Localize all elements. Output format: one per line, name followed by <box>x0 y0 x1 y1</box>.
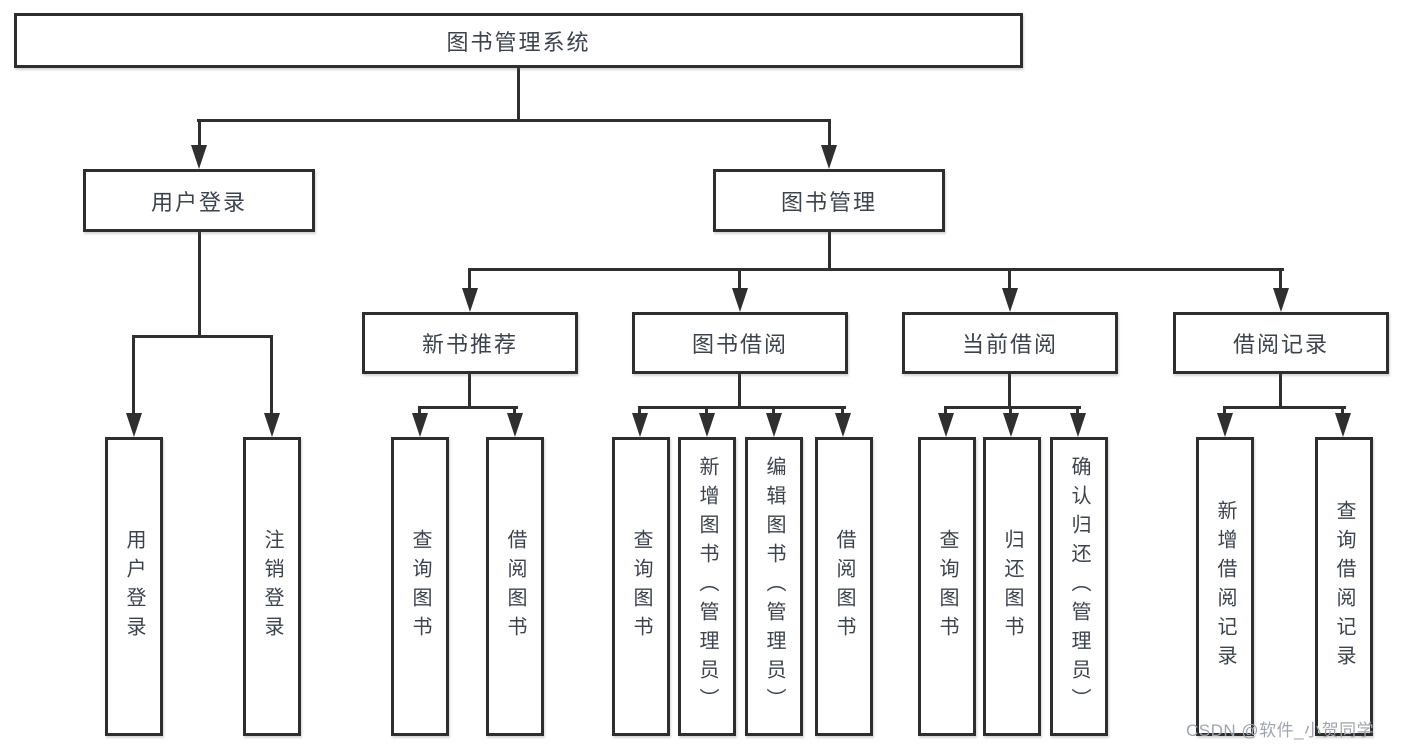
leaf-add-books-admin: 新增图书（管理员） <box>678 437 736 736</box>
connector-stem <box>738 374 741 409</box>
leaf-confirm-return-admin-label: 确认归还（管理员） <box>1068 456 1090 717</box>
leaf-return-books: 归还图书 <box>983 437 1041 736</box>
node-book-borrow-label: 图书借阅 <box>691 332 788 357</box>
connector-level3-rail <box>468 268 1284 271</box>
arrowhead-icon <box>412 413 428 437</box>
connector-drop-leaf <box>132 335 135 417</box>
arrowhead-icon <box>264 413 280 437</box>
arrowhead-icon <box>462 288 478 312</box>
node-current-borrow: 当前借阅 <box>902 312 1118 374</box>
leaf-return-books-label: 归还图书 <box>1001 528 1023 645</box>
connector-drop-leaf <box>513 406 516 416</box>
connector-drop-leaf <box>772 406 775 416</box>
connector-drop-leaf <box>270 335 273 417</box>
connector-drop-leaf <box>638 406 641 416</box>
connector-rail <box>418 406 518 409</box>
leaf-add-borrow-record: 新增借阅记录 <box>1196 437 1254 736</box>
leaf-add-books-admin-label: 新增图书（管理员） <box>696 456 718 717</box>
leaf-borrow-books-label: 借阅图书 <box>833 528 855 645</box>
connector-level2-rail <box>197 119 831 122</box>
node-user-login: 用户登录 <box>83 169 315 232</box>
connector-drop-leaf <box>1009 406 1012 416</box>
arrowhead-icon <box>766 413 782 437</box>
leaf-logout-label: 注销登录 <box>261 528 283 645</box>
arrowhead-icon <box>835 413 851 437</box>
arrowhead-icon <box>1217 413 1233 437</box>
node-current-borrow-label: 当前借阅 <box>961 332 1058 357</box>
leaf-query-books-recommend-label: 查询图书 <box>409 528 431 645</box>
node-book-borrow: 图书借阅 <box>632 312 848 374</box>
csdn-watermark: CSDN @软件_小贺同学 <box>1186 721 1375 740</box>
arrowhead-icon <box>732 288 748 312</box>
leaf-query-borrow-record-label: 查询借阅记录 <box>1333 499 1355 674</box>
leaf-confirm-return-admin: 确认归还（管理员） <box>1050 437 1108 736</box>
node-user-login-label: 用户登录 <box>150 189 247 215</box>
leaf-user-login-label: 用户登录 <box>123 528 145 645</box>
arrowhead-icon <box>699 413 715 437</box>
connector-rail <box>638 406 846 409</box>
connector-stem <box>1008 374 1011 409</box>
arrowhead-icon <box>632 413 648 437</box>
connector-user-login-rail <box>132 335 273 338</box>
leaf-query-books-current: 查询图书 <box>918 437 976 736</box>
connector-drop-leaf <box>944 406 947 416</box>
leaf-query-books-current-label: 查询图书 <box>936 528 958 645</box>
connector-drop-level3 <box>1008 268 1011 292</box>
node-new-book-recommend: 新书推荐 <box>362 312 578 374</box>
leaf-edit-books-admin-label: 编辑图书（管理员） <box>763 456 785 717</box>
node-book-management-label: 图书管理 <box>780 189 877 215</box>
leaf-query-books-borrow: 查询图书 <box>612 437 670 736</box>
node-root-label: 图书管理系统 <box>446 29 591 55</box>
arrowhead-icon <box>821 145 837 169</box>
arrowhead-icon <box>126 413 142 437</box>
connector-drop-leaf <box>705 406 708 416</box>
arrowhead-icon <box>1070 413 1086 437</box>
leaf-add-borrow-record-label: 新增借阅记录 <box>1214 499 1236 674</box>
node-book-management: 图书管理 <box>713 169 945 232</box>
connector-rail <box>1223 406 1346 409</box>
connector-drop-leaf <box>418 406 421 416</box>
connector-book-management-stem <box>828 232 831 271</box>
arrowhead-icon <box>1003 413 1019 437</box>
connector-stem <box>1279 374 1282 409</box>
connector-drop-leaf <box>1341 406 1344 416</box>
arrowhead-icon <box>938 413 954 437</box>
node-borrow-records: 借阅记录 <box>1173 312 1389 374</box>
leaf-query-books-borrow-label: 查询图书 <box>630 528 652 645</box>
connector-user-login-stem <box>198 232 201 338</box>
leaf-borrow-books: 借阅图书 <box>815 437 873 736</box>
arrowhead-icon <box>191 145 207 169</box>
connector-drop-leaf <box>841 406 844 416</box>
arrowhead-icon <box>507 413 523 437</box>
leaf-logout: 注销登录 <box>243 437 301 736</box>
arrowhead-icon <box>1002 288 1018 312</box>
leaf-query-books-recommend: 查询图书 <box>391 437 449 736</box>
connector-stem <box>468 374 471 409</box>
connector-drop-level3 <box>1279 268 1282 292</box>
leaf-user-login: 用户登录 <box>105 437 163 736</box>
arrowhead-icon <box>1273 288 1289 312</box>
leaf-borrow-books-recommend-label: 借阅图书 <box>504 528 526 645</box>
node-new-book-recommend-label: 新书推荐 <box>421 332 518 357</box>
connector-rail <box>944 406 1081 409</box>
connector-root-stem <box>517 68 520 120</box>
node-root: 图书管理系统 <box>14 13 1023 68</box>
leaf-edit-books-admin: 编辑图书（管理员） <box>745 437 803 736</box>
arrowhead-icon <box>1335 413 1351 437</box>
connector-drop-leaf <box>1076 406 1079 416</box>
leaf-query-borrow-record: 查询借阅记录 <box>1315 437 1373 736</box>
connector-drop-level3 <box>468 268 471 292</box>
connector-drop-book-management <box>828 119 831 149</box>
node-borrow-records-label: 借阅记录 <box>1232 332 1329 357</box>
connector-drop-user-login <box>198 119 201 149</box>
connector-drop-level3 <box>738 268 741 292</box>
leaf-borrow-books-recommend: 借阅图书 <box>486 437 544 736</box>
connector-drop-leaf <box>1223 406 1226 416</box>
